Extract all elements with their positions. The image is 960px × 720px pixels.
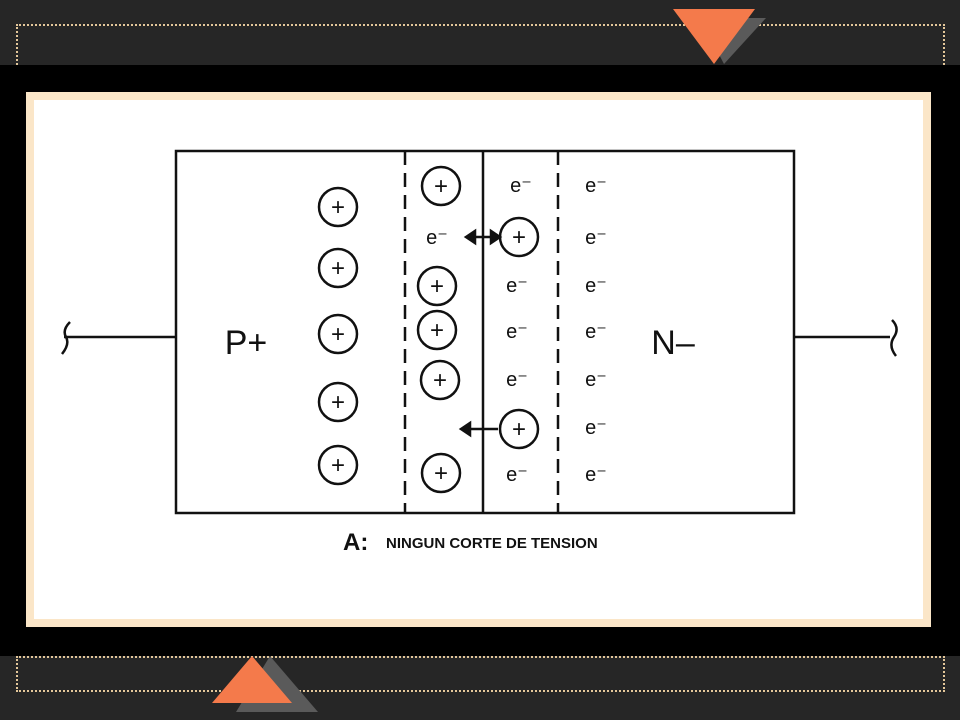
svg-text:+: + <box>430 273 444 300</box>
hole: + <box>420 452 462 494</box>
p-region-label: P+ <box>225 324 268 362</box>
electrons: e⁻ e⁻ e⁻ e⁻ e⁻ e⁻ e⁻ e⁻ e⁻ e⁻ e⁻ e⁻ e⁻ <box>426 175 607 486</box>
hole: + <box>317 186 359 228</box>
bottom-dotted-frame <box>16 656 945 692</box>
hole: + <box>498 408 540 450</box>
svg-text:+: + <box>331 389 345 416</box>
caption-text: NINGUN CORTE DE TENSION <box>386 535 598 552</box>
diagram-image-frame <box>26 92 931 627</box>
svg-text:+: + <box>331 321 345 348</box>
electron: e⁻ <box>585 321 607 343</box>
hole: + <box>317 444 359 486</box>
svg-text:+: + <box>512 416 526 443</box>
electron: e⁻ <box>585 464 607 486</box>
n-region-label: N– <box>651 324 695 362</box>
svg-text:+: + <box>430 317 444 344</box>
hole: + <box>416 309 458 351</box>
svg-text:+: + <box>434 173 448 200</box>
top-triangle-accent <box>673 9 755 64</box>
electron: e⁻ <box>585 369 607 391</box>
depletion-holes: + + + + + + + <box>416 165 540 494</box>
electron: e⁻ <box>585 417 607 439</box>
right-lead <box>794 319 898 357</box>
diagram-canvas <box>34 100 923 619</box>
hole: + <box>416 265 458 307</box>
caption-letter: A: <box>343 529 368 556</box>
junction-body <box>174 149 796 515</box>
hole: + <box>420 165 462 207</box>
electron: e⁻ <box>506 275 528 297</box>
svg-text:+: + <box>434 460 448 487</box>
hole: + <box>317 247 359 289</box>
hole: + <box>317 381 359 423</box>
hole: + <box>419 359 461 401</box>
left-lead <box>61 321 176 355</box>
electron: e⁻ <box>585 275 607 297</box>
electron: e⁻ <box>585 175 607 197</box>
electron: e⁻ <box>510 175 532 197</box>
p-region-holes: + + + + + <box>317 186 359 486</box>
svg-text:+: + <box>433 367 447 394</box>
svg-text:+: + <box>331 452 345 479</box>
bottom-triangle-accent <box>212 656 292 703</box>
svg-text:+: + <box>331 194 345 221</box>
electron: e⁻ <box>506 369 528 391</box>
recombination-arrows <box>458 228 503 438</box>
electron: e⁻ <box>585 227 607 249</box>
hole: + <box>317 313 359 355</box>
electron: e⁻ <box>506 321 528 343</box>
svg-text:+: + <box>512 224 526 251</box>
svg-text:+: + <box>331 255 345 282</box>
electron: e⁻ <box>426 227 448 249</box>
electron: e⁻ <box>506 464 528 486</box>
